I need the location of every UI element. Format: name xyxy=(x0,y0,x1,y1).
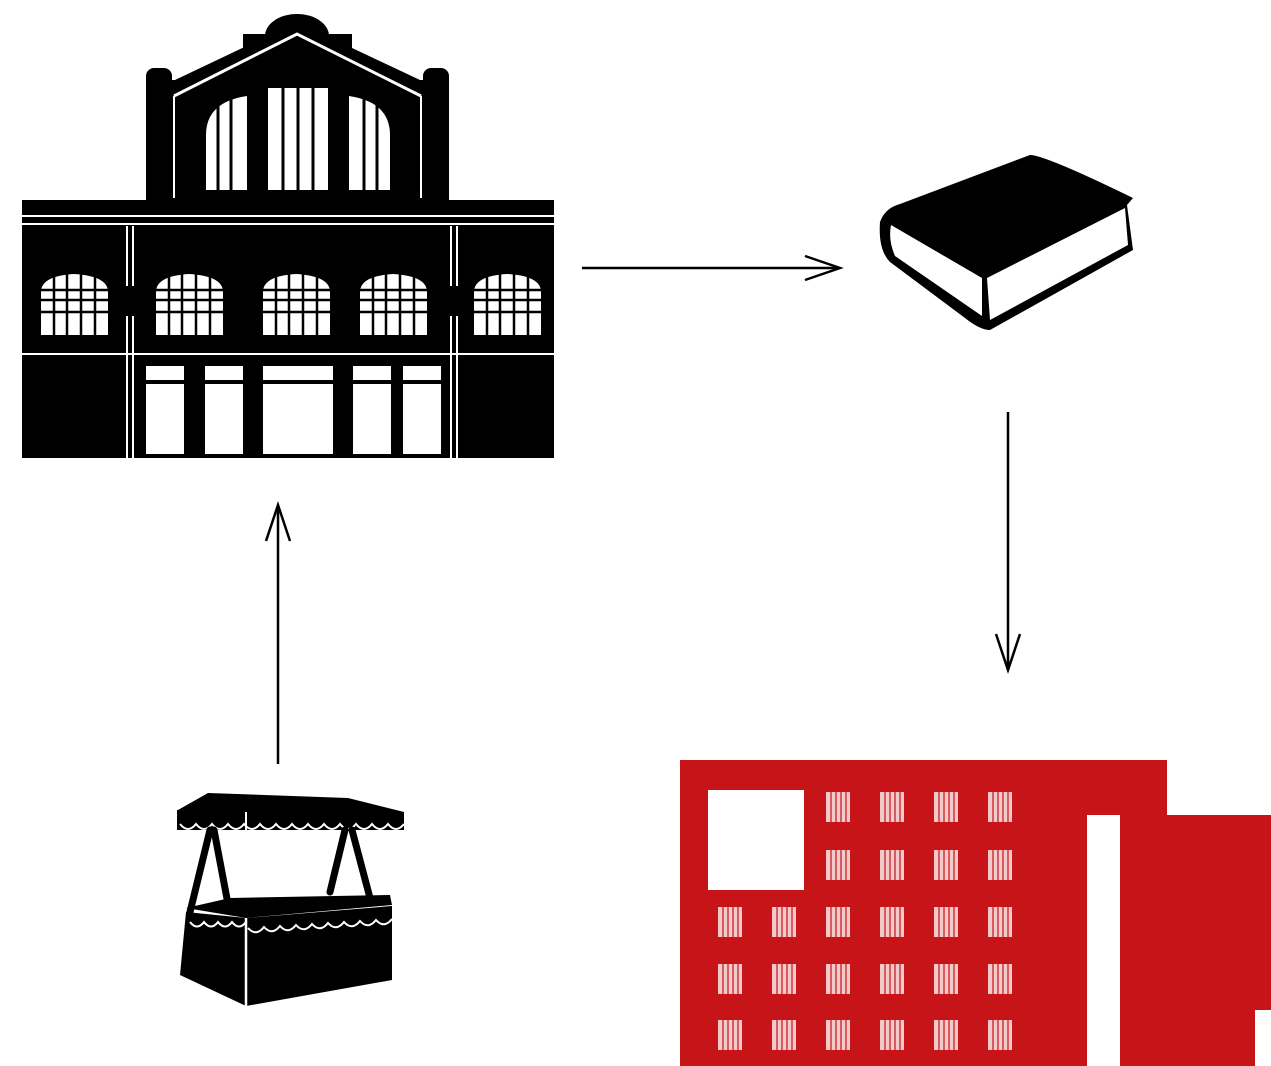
book-icon xyxy=(880,155,1133,330)
arrow-hall-to-book xyxy=(582,256,840,280)
arrow-stall-to-hall xyxy=(266,505,290,764)
market-stall-icon xyxy=(177,793,404,1006)
red-office-building-icon xyxy=(680,760,1271,1066)
arrow-book-to-office xyxy=(996,412,1020,670)
market-hall-building-icon xyxy=(22,14,554,458)
